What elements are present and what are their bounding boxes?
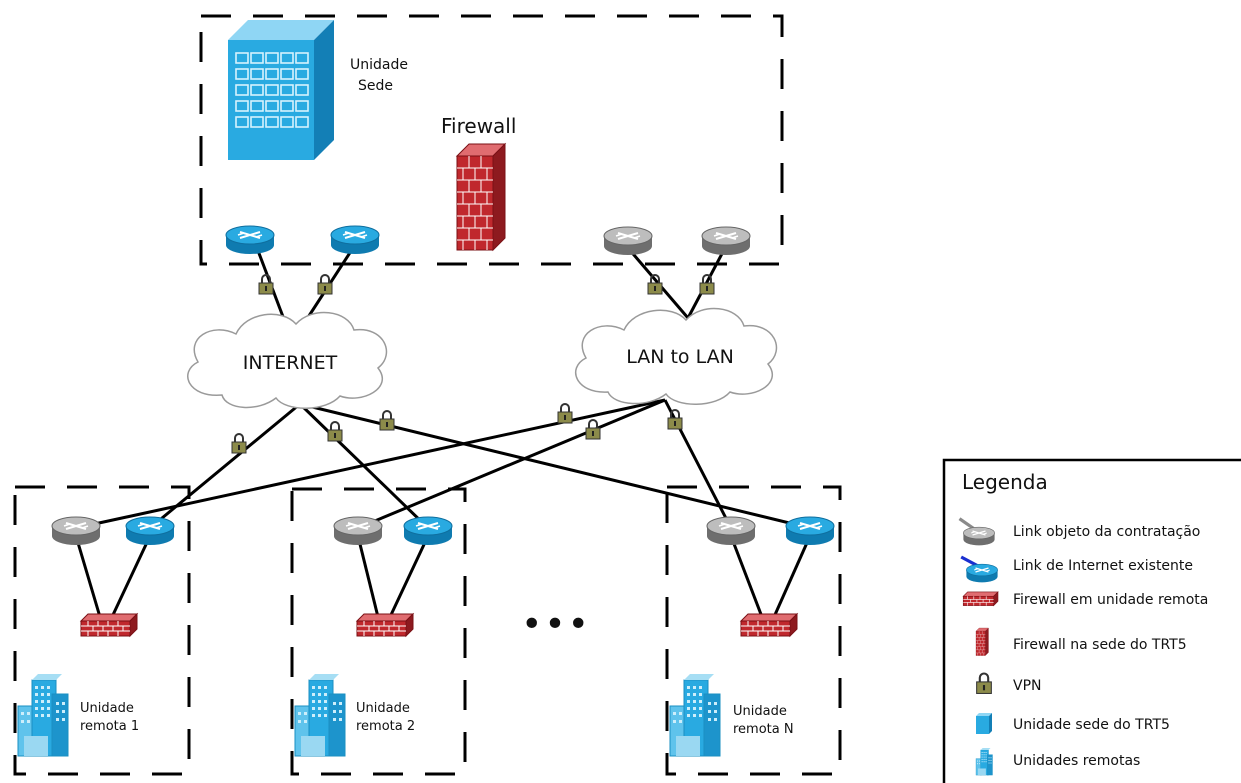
more-units-ellipsis: •••: [521, 604, 591, 645]
vpn-padlock-icon: [231, 433, 247, 454]
legend-item-label: Link objeto da contratação: [1013, 524, 1200, 540]
remote1-blue-router-icon: [125, 516, 175, 546]
remote2-gray-router-icon: [333, 516, 383, 546]
legend-title: Legenda: [962, 470, 1048, 494]
legend-blue-router-icon: [960, 555, 999, 583]
remote1-gray-router-icon: [51, 516, 101, 546]
remote-zone-n: [665, 485, 842, 776]
vpn-padlock-icon: [585, 419, 601, 440]
hq-gray-router-2-icon: [701, 226, 751, 256]
legend-item-label: Unidade sede do TRT5: [1013, 717, 1170, 733]
remote1-label-line1: Unidade: [80, 701, 134, 716]
hq-label-line2: Sede: [358, 78, 393, 94]
legend: Legenda Link objeto da contratação Link …: [942, 458, 1241, 783]
legend-hq-building-icon: [976, 713, 992, 734]
hq-blue-router-1-icon: [225, 225, 275, 255]
hq-firewall-label: Firewall: [441, 114, 516, 138]
lan-to-lan-cloud-label: LAN to LAN: [626, 346, 734, 368]
hq-label-line1: Unidade: [350, 57, 408, 73]
hq-gray-router-1-icon: [603, 226, 653, 256]
remote-zone-2: [290, 487, 467, 776]
legend-item-label: Link de Internet existente: [1013, 558, 1193, 574]
remote2-label-line2: remota 2: [356, 719, 415, 734]
remote2-blue-router-icon: [403, 516, 453, 546]
legend-item-label: VPN: [1013, 678, 1042, 694]
hq-zone: [199, 14, 784, 266]
remoten-label-line1: Unidade: [733, 704, 787, 719]
legend-item-label: Firewall em unidade remota: [1013, 592, 1208, 608]
vpn-padlock-icon: [557, 403, 573, 424]
internet-cloud: INTERNET: [187, 311, 388, 409]
links: [74, 247, 812, 618]
remoten-gray-router-icon: [706, 516, 756, 546]
remote1-building-icon: [17, 673, 69, 757]
remote1-firewall-icon: [80, 613, 138, 637]
remoten-firewall-icon: [740, 613, 798, 637]
remote2-label-line1: Unidade: [356, 701, 410, 716]
hq-blue-router-2-icon: [330, 225, 380, 255]
legend-item-label: Unidades remotas: [1013, 753, 1140, 769]
remoten-blue-router-icon: [785, 516, 835, 546]
remote-zone-1: [13, 485, 191, 776]
remoten-building-icon: [669, 673, 721, 757]
remote2-firewall-icon: [356, 613, 414, 637]
legend-small-firewall-icon: [962, 591, 999, 606]
hq-firewall-icon: [456, 143, 506, 251]
remote1-label-line2: remota 1: [80, 719, 139, 734]
legend-gray-router-icon: [958, 517, 996, 546]
remoten-label-line2: remota N: [733, 722, 794, 737]
vpn-padlock-icon: [699, 274, 715, 295]
lan-to-lan-cloud: LAN to LAN: [575, 307, 778, 405]
vpn-padlock-icon: [317, 274, 333, 295]
legend-tall-firewall-icon: [975, 627, 989, 656]
remote2-building-icon: [294, 673, 346, 757]
vpn-padlock-icon: [327, 421, 343, 442]
legend-item-label: Firewall na sede do TRT5: [1013, 637, 1187, 653]
vpn-padlock-icon: [379, 410, 395, 431]
hq-building-icon: [228, 20, 334, 160]
internet-cloud-label: INTERNET: [243, 352, 338, 374]
vpn-padlock-icon: [258, 274, 274, 295]
